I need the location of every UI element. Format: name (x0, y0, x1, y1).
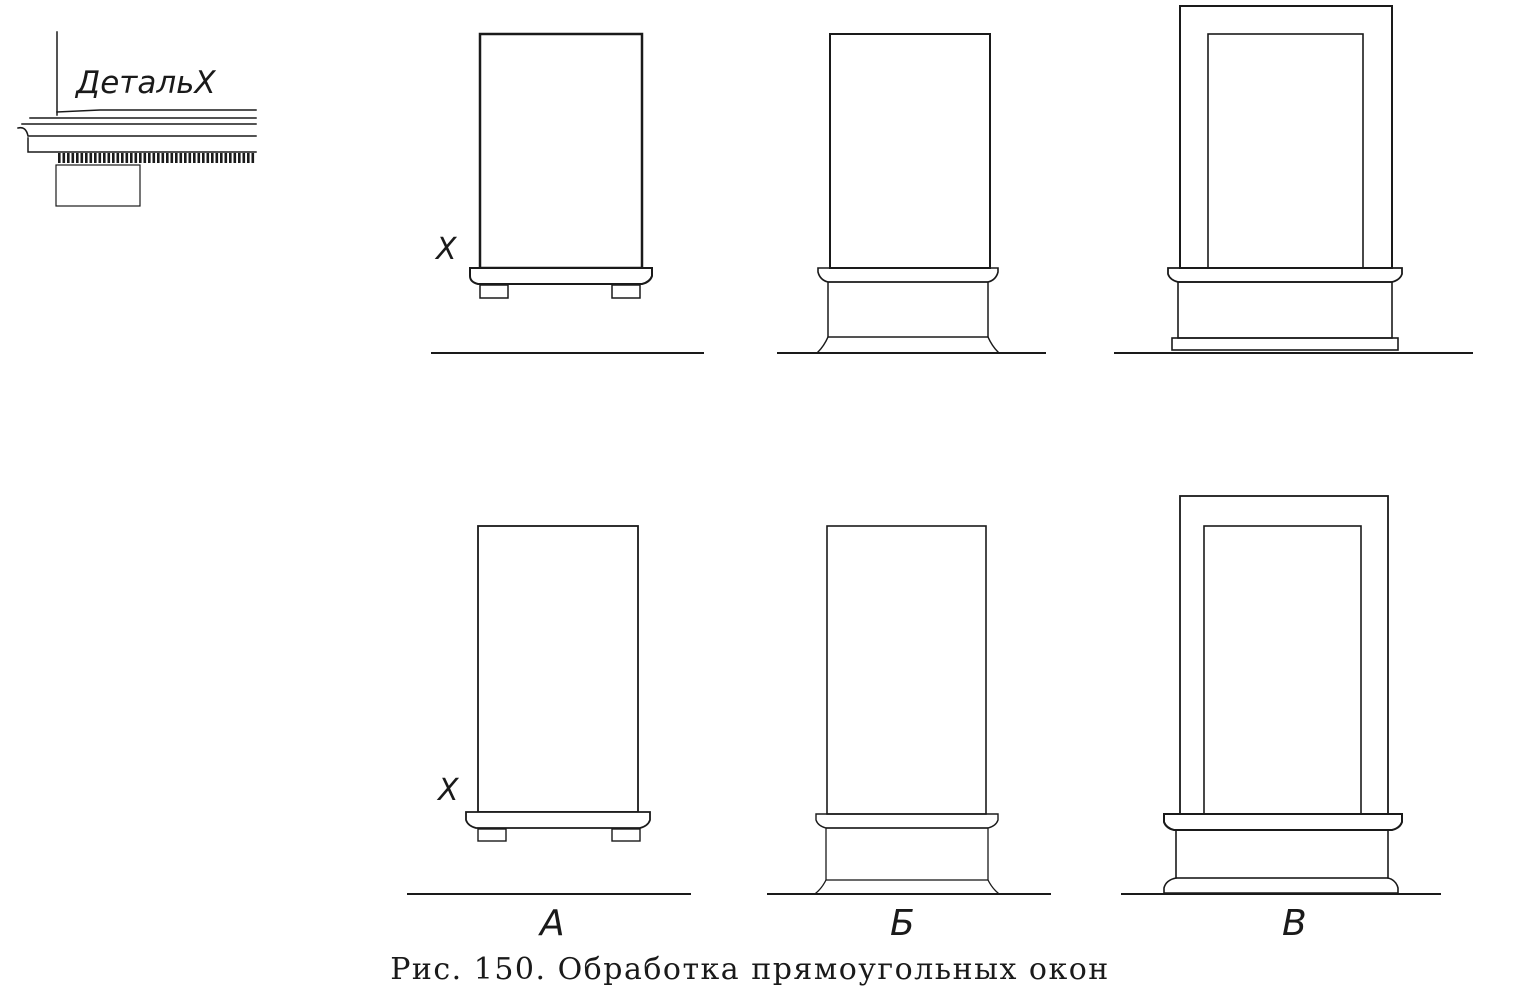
dentil (175, 153, 178, 163)
dentil (116, 153, 120, 163)
dentil (139, 153, 142, 163)
window-a-bottom: X (407, 525, 691, 895)
dentil (229, 153, 232, 163)
dentil (134, 153, 138, 163)
dentil (166, 153, 169, 163)
dentil (76, 153, 79, 163)
dentil (103, 153, 106, 163)
detail-x-inset: ДетальX (17, 31, 257, 207)
window-a-top: X (431, 32, 704, 354)
dentil (242, 153, 246, 163)
dentil (215, 153, 219, 163)
variant-label-v: В (1282, 903, 1307, 944)
dentil (184, 153, 187, 163)
dentil (67, 153, 70, 163)
dentil (121, 153, 124, 163)
variant-label-b: Б (890, 903, 915, 944)
dentil (202, 153, 205, 163)
dentil (130, 153, 133, 163)
dentil (62, 153, 66, 163)
window-b-bottom (767, 525, 1051, 895)
dentil (251, 153, 255, 163)
dentil (238, 153, 241, 163)
figure-caption: Рис. 150. Обработка прямоугольных окон (390, 952, 1110, 987)
variant-label-a: А (538, 903, 565, 944)
dentil (211, 153, 214, 163)
dentil (193, 153, 196, 163)
dentil (94, 153, 97, 163)
dentil (197, 153, 201, 163)
dentil-row (58, 153, 255, 163)
dentil (161, 153, 165, 163)
detail-x-label: ДетальX (74, 65, 216, 101)
dentil (179, 153, 183, 163)
window-v-bottom (1121, 495, 1441, 895)
dentil (152, 153, 156, 163)
dentil (148, 153, 151, 163)
dentil (89, 153, 93, 163)
dentil (157, 153, 160, 163)
dentil (107, 153, 111, 163)
dentil (220, 153, 223, 163)
dentil (247, 153, 250, 163)
dentil (206, 153, 210, 163)
dentil (80, 153, 84, 163)
dentil (233, 153, 237, 163)
dentil (224, 153, 228, 163)
dentil (71, 153, 75, 163)
x-marker-bottom: X (436, 773, 460, 808)
dentil (58, 153, 61, 163)
dentil (85, 153, 88, 163)
dentil (143, 153, 147, 163)
dentil (125, 153, 129, 163)
window-b-top (777, 33, 1046, 354)
dentil (112, 153, 115, 163)
x-marker-top: X (434, 232, 458, 267)
dentil (98, 153, 102, 163)
dentil (188, 153, 192, 163)
window-v-top (1114, 5, 1473, 354)
dentil (170, 153, 174, 163)
